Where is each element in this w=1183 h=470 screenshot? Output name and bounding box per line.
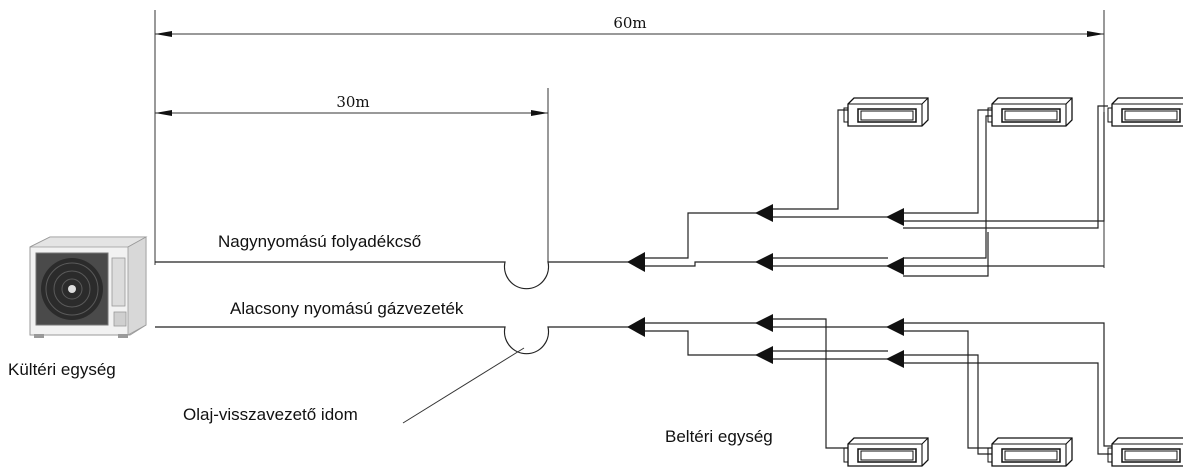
high-pressure-pipe-label: Nagynyomású folyadékcső bbox=[218, 232, 421, 251]
indoor-unit-icon bbox=[843, 437, 929, 467]
branch-joint-arrow bbox=[755, 253, 773, 271]
indoor-unit-icon bbox=[1107, 437, 1183, 467]
indoor-unit-label: Beltéri egység bbox=[665, 427, 773, 446]
dimension-arrow-right bbox=[531, 110, 548, 116]
branch-joint-arrow bbox=[627, 252, 645, 272]
branch-joint-arrow bbox=[886, 318, 904, 336]
branch-joint-arrow bbox=[886, 350, 904, 368]
outdoor-unit-label: Kültéri egység bbox=[8, 360, 116, 379]
dimension-arrow-right bbox=[1087, 31, 1104, 37]
branch-joints bbox=[627, 204, 904, 368]
low-pressure-main-pipe bbox=[155, 326, 630, 355]
indoor-unit-icon bbox=[1107, 97, 1183, 127]
oil-return-bend-label: Olaj-visszavezető idom bbox=[183, 405, 358, 424]
liquid-branch-network bbox=[645, 105, 1108, 277]
branch-joint-arrow bbox=[755, 314, 773, 332]
indoor-unit-icon bbox=[987, 97, 1073, 127]
branch-joint-arrow bbox=[886, 257, 904, 275]
branch-joint-arrow bbox=[755, 346, 773, 364]
oil-return-leader-line bbox=[402, 347, 525, 424]
dimension-60m: 60m bbox=[154, 10, 1105, 268]
low-pressure-pipe-label: Alacsony nyomású gázvezeték bbox=[230, 299, 464, 318]
dimension-arrow-left bbox=[155, 31, 172, 37]
gas-branch-network bbox=[645, 318, 1112, 455]
outdoor-unit-icon bbox=[29, 236, 148, 338]
dimension-30m: 30m bbox=[155, 88, 549, 262]
dimension-30m-label: 30m bbox=[336, 93, 369, 111]
indoor-unit-icon bbox=[987, 437, 1073, 467]
dimension-60m-label: 60m bbox=[613, 14, 646, 32]
branch-joint-arrow bbox=[755, 204, 773, 222]
dimension-arrow-left bbox=[155, 110, 172, 116]
branch-joint-arrow bbox=[627, 317, 645, 337]
branch-joint-arrow bbox=[886, 208, 904, 226]
high-pressure-main-pipe bbox=[155, 261, 630, 290]
indoor-unit-icon bbox=[843, 97, 929, 127]
